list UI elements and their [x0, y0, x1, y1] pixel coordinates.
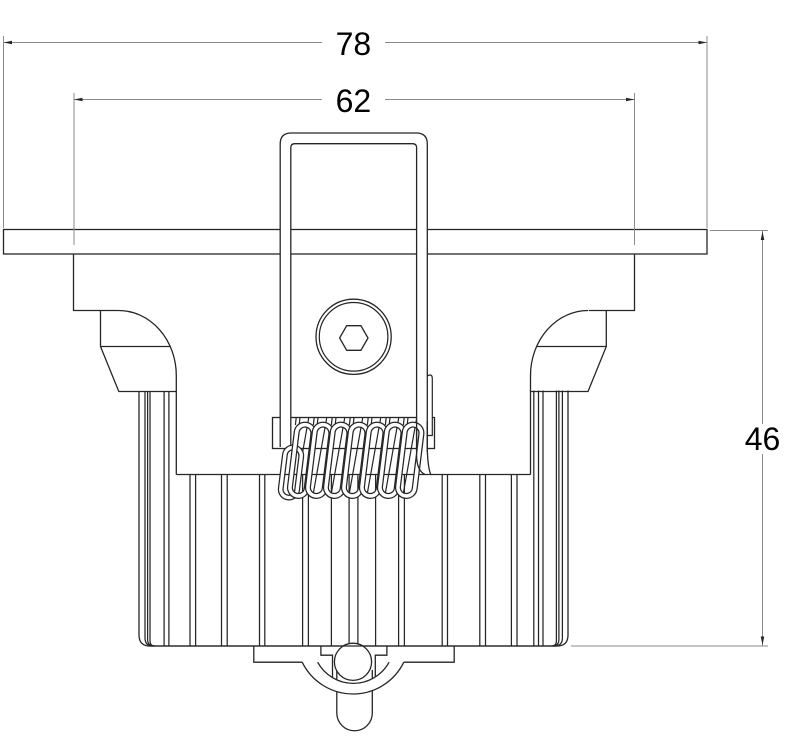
svg-text:46: 46 [745, 421, 781, 457]
svg-text:62: 62 [336, 83, 372, 119]
svg-text:78: 78 [336, 26, 372, 62]
